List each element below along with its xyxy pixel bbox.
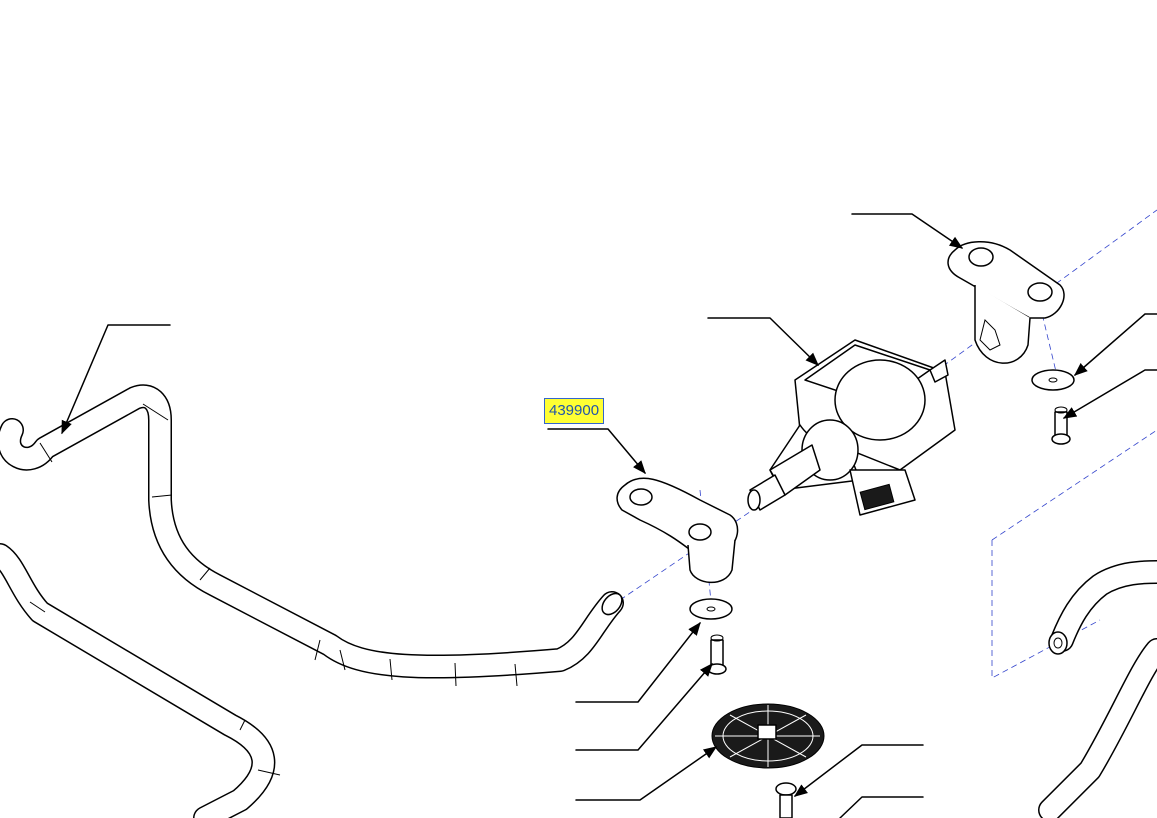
leader-lines [61,213,1157,818]
hose-right [1038,560,1157,818]
washer-right [1031,369,1075,391]
bracket-left [616,477,739,584]
screw-right [1051,406,1071,445]
screw-left [707,634,727,675]
bracket-right [947,241,1065,364]
part-number-callout[interactable]: 439900 [544,398,605,424]
vibration-pump [747,339,956,516]
hose-upper [0,384,624,687]
round-mesh-filter [711,703,825,769]
screw-bottom [775,782,797,818]
hose-lower [0,543,281,818]
washer-left [689,598,733,620]
